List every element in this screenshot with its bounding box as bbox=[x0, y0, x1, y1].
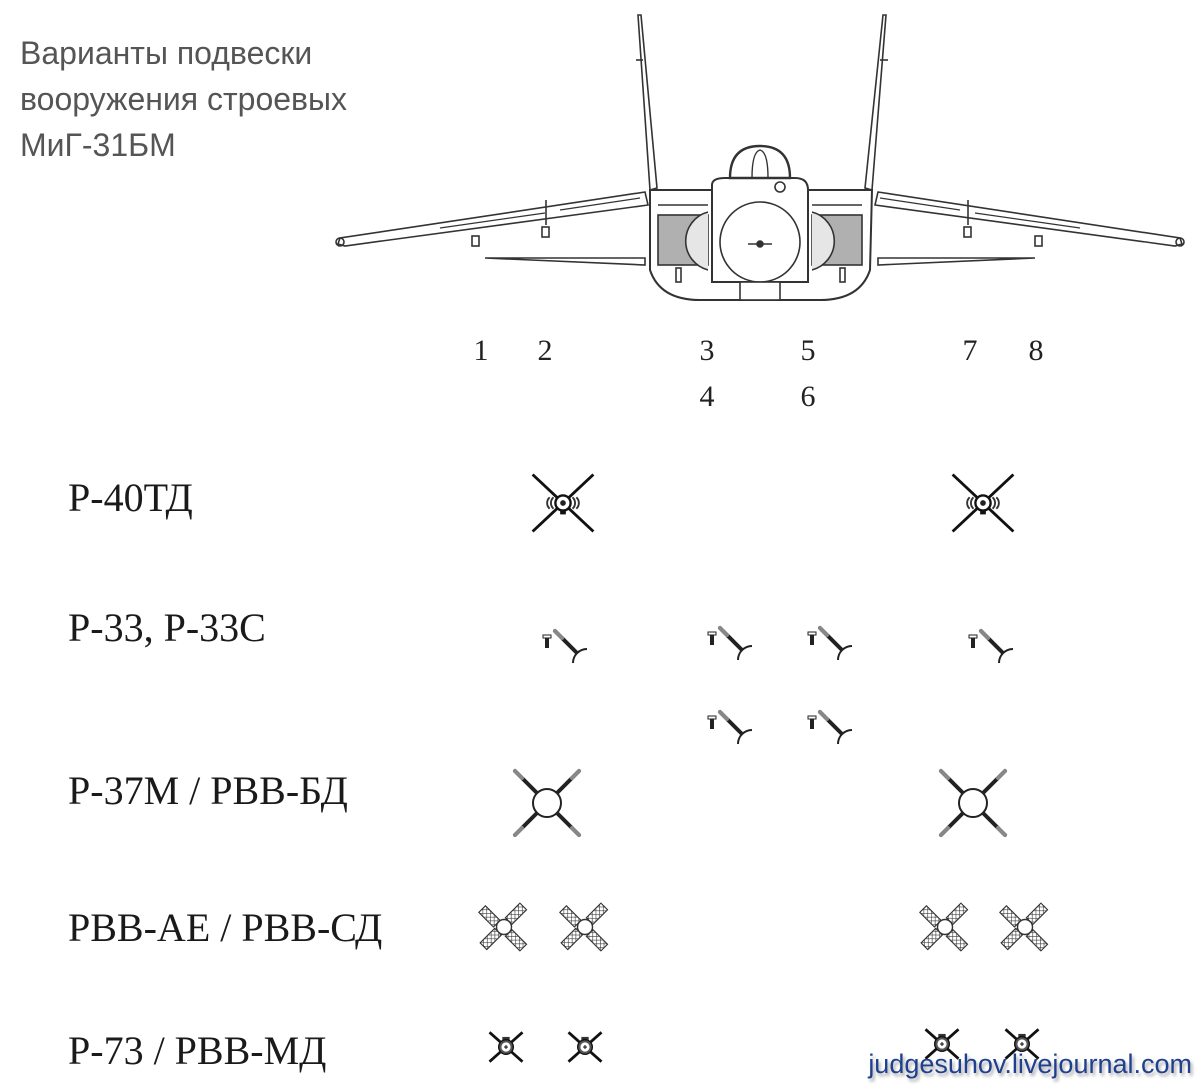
loadout-label-r73: Р-73 / РВВ-МД bbox=[68, 1028, 327, 1073]
watermark: judgesuhov.livejournal.com bbox=[868, 1049, 1192, 1079]
loadout-label-r37m: Р-37М / РВВ-БД bbox=[68, 768, 348, 813]
station-5-label: 5 bbox=[800, 334, 816, 367]
title-line-3: МиГ-31БМ bbox=[20, 127, 176, 163]
station-1-label: 1 bbox=[473, 334, 489, 367]
rvv-ae-missile-icon bbox=[995, 897, 1055, 957]
r33-missile-icon bbox=[772, 664, 852, 744]
station-3-label: 3 bbox=[699, 334, 715, 367]
r33-missile-icon bbox=[507, 583, 587, 663]
loadout-label-r33: Р-33, Р-33С bbox=[68, 605, 266, 650]
r40td-missile-icon bbox=[945, 465, 1021, 541]
r37m-missile-icon bbox=[933, 763, 1013, 843]
station-8-label: 8 bbox=[1028, 334, 1044, 367]
station-4-label: 4 bbox=[699, 380, 715, 413]
mig31-front-view-icon bbox=[335, 14, 1185, 301]
title-line-2: вооружения строевых bbox=[20, 81, 348, 117]
r73-missile-icon bbox=[484, 1025, 528, 1069]
station-2-label: 2 bbox=[537, 334, 553, 367]
r33-missile-icon bbox=[933, 583, 1013, 663]
station-6-label: 6 bbox=[800, 380, 816, 413]
station-7-label: 7 bbox=[962, 334, 978, 367]
r33-missile-icon bbox=[772, 580, 852, 660]
loadout-label-r40td: Р-40ТД bbox=[68, 475, 193, 520]
r40td-missile-icon bbox=[525, 465, 601, 541]
r37m-missile-icon bbox=[507, 763, 587, 843]
diagram-title: Варианты подвески вооружения строевых Ми… bbox=[20, 30, 347, 168]
rvv-ae-missile-icon bbox=[474, 897, 534, 957]
r33-missile-icon bbox=[672, 580, 752, 660]
r33-missile-icon bbox=[672, 664, 752, 744]
loadout-label-rvv-ae: РВВ-АЕ / РВВ-СД bbox=[68, 905, 383, 950]
rvv-ae-missile-icon bbox=[555, 897, 615, 957]
r73-missile-icon bbox=[563, 1025, 607, 1069]
rvv-ae-missile-icon bbox=[915, 897, 975, 957]
title-line-1: Варианты подвески bbox=[20, 35, 313, 71]
